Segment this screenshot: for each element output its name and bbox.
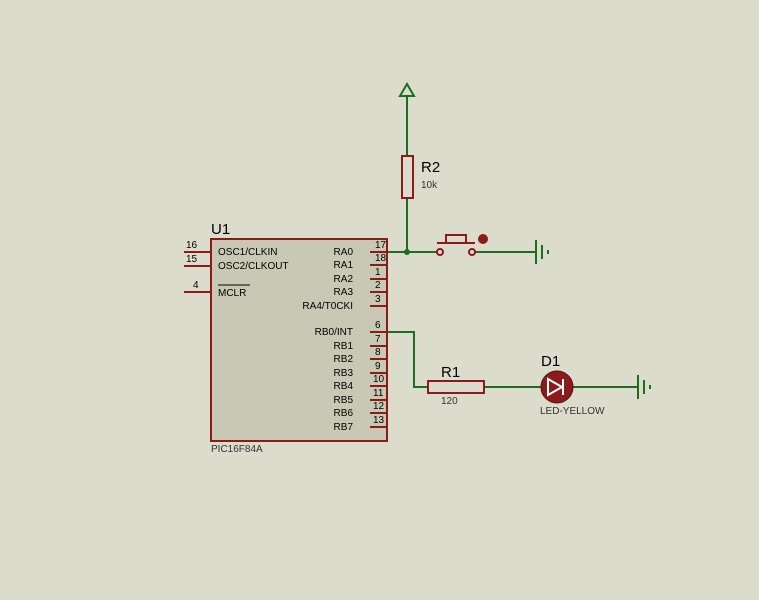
pin-name: RA3 (334, 287, 354, 298)
r2-value: 10k (421, 180, 438, 191)
pin-number: 3 (375, 294, 381, 305)
pin-number: 6 (375, 320, 381, 331)
pin-number: 4 (193, 280, 199, 291)
resistor-r1[interactable]: R1 120 (427, 364, 485, 407)
pin-number: 13 (373, 415, 385, 426)
ic-right-pins: 17 RA0 18 RA1 1 RA2 2 RA3 3 RA4/T0CKI 6 … (302, 240, 388, 433)
ic-u1[interactable]: U1 PIC16F84A 16 OSC1/CLKIN 15 OSC2/CLKOU… (184, 221, 388, 455)
resistor-r1-body[interactable] (427, 380, 485, 394)
resistor-r2-body[interactable] (401, 155, 414, 199)
pin-name: RA0 (334, 247, 354, 258)
pin-name: RB2 (334, 354, 354, 365)
pin-name: RB5 (334, 395, 354, 406)
pin-number: 10 (373, 374, 385, 385)
pin-number: 2 (375, 280, 381, 291)
wires (388, 96, 638, 388)
pin-number: 16 (186, 240, 198, 251)
wire-rb0-to-r1 (388, 331, 428, 388)
ic-body[interactable] (210, 238, 388, 442)
r1-value: 120 (441, 396, 458, 407)
pin-name: RB4 (334, 381, 354, 392)
ic-part: PIC16F84A (211, 444, 263, 455)
led-d1[interactable]: D1 LED-YELLOW (540, 353, 605, 417)
pin-number: 7 (375, 334, 381, 345)
r2-ref: R2 (421, 159, 440, 176)
pin-name-mclr: MCLR (218, 288, 246, 299)
button-contact-right (468, 248, 476, 256)
pin-name: RB3 (334, 368, 354, 379)
pin-name: RB0/INT (315, 327, 353, 338)
led-icon[interactable] (540, 370, 574, 404)
ic-left-pins: 16 OSC1/CLKIN 15 OSC2/CLKOUT 4 MCLR (184, 240, 289, 299)
resistor-r2[interactable]: R2 10k (401, 155, 440, 199)
pin-name: RB6 (334, 408, 354, 419)
diode-arrow-icon (547, 377, 565, 397)
ground-icon (535, 240, 549, 264)
pin-number: 11 (373, 388, 384, 399)
push-button[interactable] (436, 234, 488, 256)
button-press-indicator-icon[interactable] (478, 234, 488, 244)
pin-number: 17 (375, 240, 387, 251)
power-terminal-icon[interactable] (398, 82, 416, 97)
pin-name: OSC1/CLKIN (218, 247, 277, 258)
pin-number: 1 (375, 267, 381, 278)
ic-ref: U1 (211, 221, 230, 238)
pin-name: RB7 (334, 422, 354, 433)
d1-value: LED-YELLOW (540, 406, 605, 417)
d1-ref: D1 (541, 353, 560, 370)
pin-name: RB1 (334, 341, 354, 352)
pin-number: 15 (186, 254, 198, 265)
button-contact-left (436, 248, 444, 256)
pin-number: 9 (375, 361, 381, 372)
pin-name: RA4/T0CKI (302, 301, 353, 312)
pin-number: 8 (375, 347, 381, 358)
pin-number: 18 (375, 253, 387, 264)
pin-number: 12 (373, 401, 385, 412)
junction-dot (404, 249, 410, 255)
pin-name: OSC2/CLKOUT (218, 261, 289, 272)
pin-name: RA2 (334, 274, 354, 285)
r1-ref: R1 (441, 364, 460, 381)
button-cap[interactable] (445, 234, 467, 244)
pin-name: RA1 (334, 260, 354, 271)
ground-icon (637, 375, 651, 399)
